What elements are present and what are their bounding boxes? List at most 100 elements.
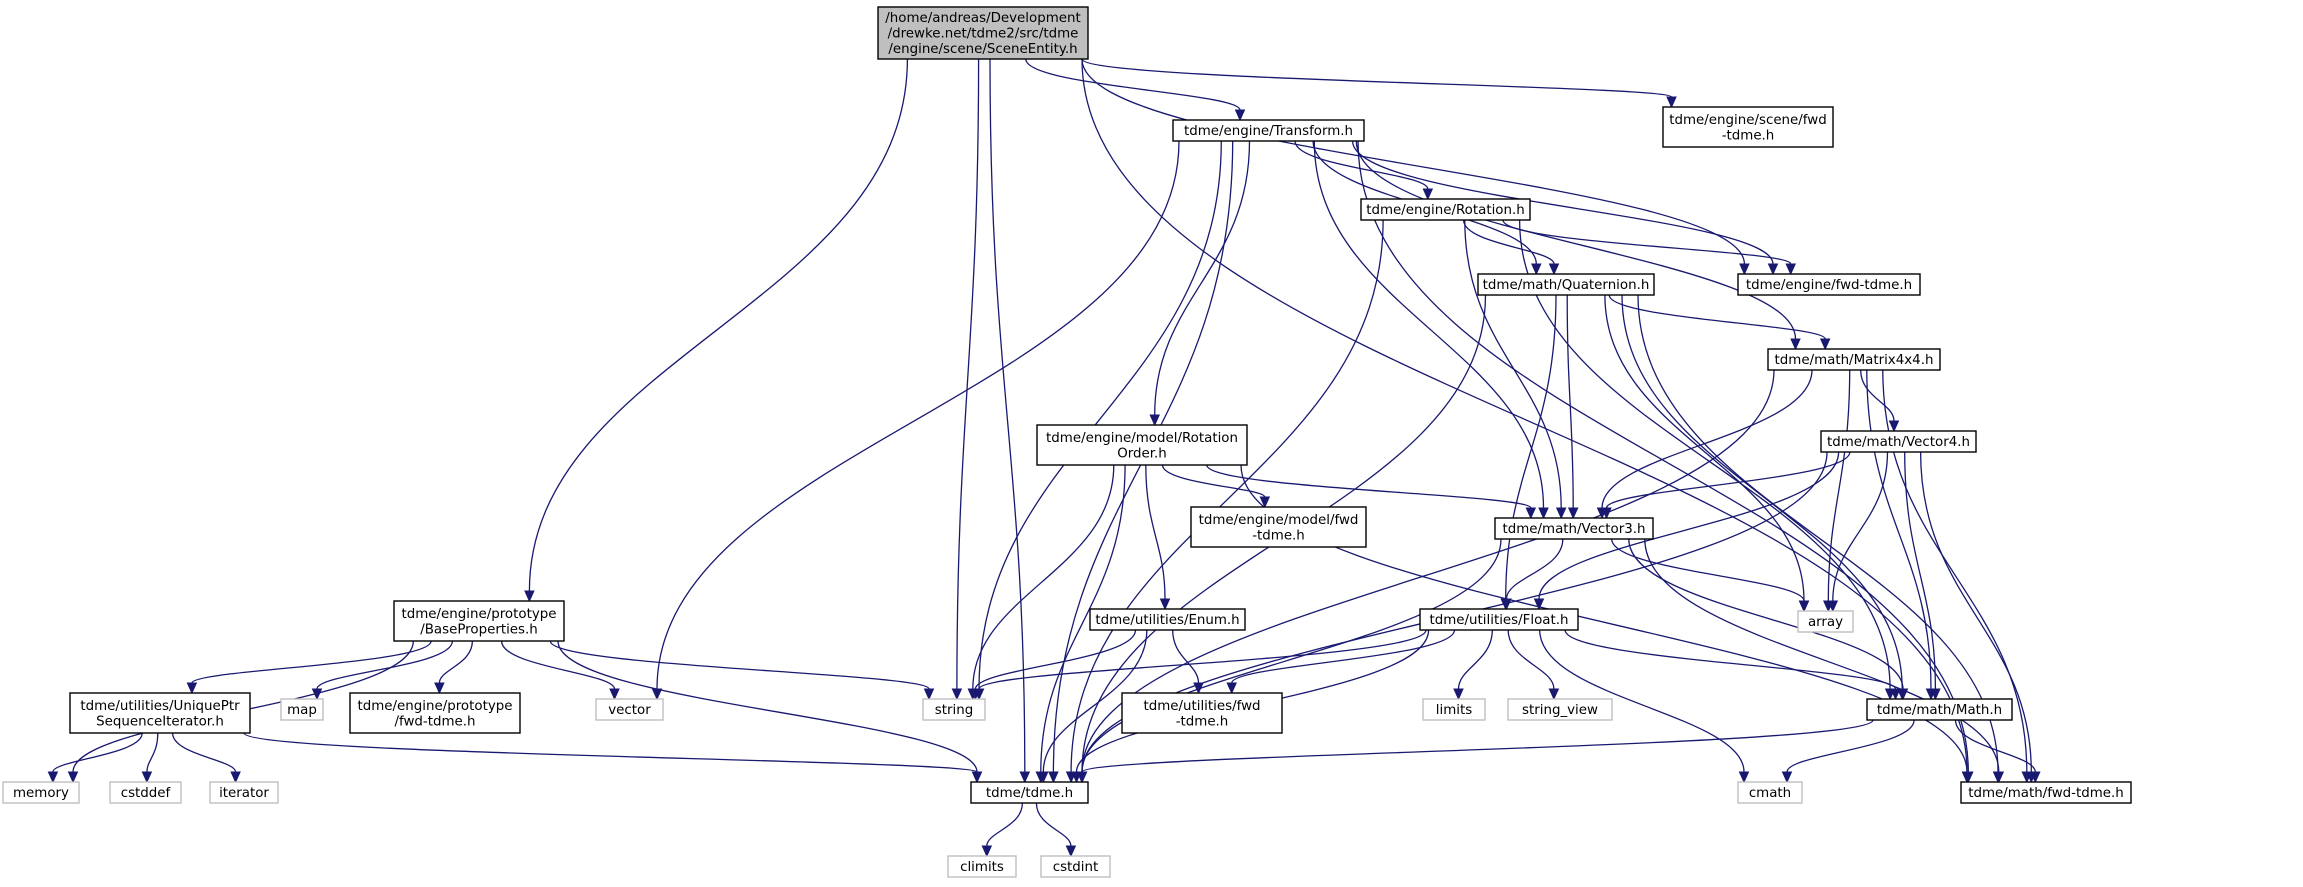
node-map: map: [280, 698, 324, 721]
node-tdme[interactable]: tdme/tdme.h: [970, 781, 1089, 804]
node-sceneentity[interactable]: /home/andreas/Development/drewke.net/tdm…: [877, 6, 1089, 60]
node-label-cmath-0: cmath: [1749, 786, 1791, 801]
node-label-uptr-0: tdme/utilities/UniquePtr: [80, 699, 240, 714]
arrowhead-sceneentity-to-baseprops: [524, 590, 535, 603]
node-box-util_fwd: [1121, 692, 1283, 734]
arrowhead-sceneentity-to-scene_fwd: [1666, 96, 1677, 109]
edge-uptr-to-tdme: [243, 732, 978, 773]
node-uptr[interactable]: tdme/utilities/UniquePtrSequenceIterator…: [69, 692, 251, 734]
node-box-limits: [1422, 698, 1486, 721]
include-nodes: /home/andreas/Development/drewke.net/tdm…: [2, 6, 2132, 878]
edge-rotorder-to-enum: [1145, 464, 1166, 600]
edge-rotorder-to-model_fwd: [1161, 464, 1266, 498]
node-box-sceneentity: [877, 6, 1089, 60]
edge-quaternion-to-mathh: [1621, 294, 1903, 690]
edge-rotation-to-engine_fwd: [1502, 219, 1792, 265]
edge-transform-to-vector: [656, 140, 1180, 690]
arrowhead-float-to-limits: [1453, 688, 1464, 701]
node-box-math_fwd: [1960, 781, 2132, 804]
node-box-enum: [1089, 608, 1246, 631]
node-label-rotation-0: tdme/engine/Rotation.h: [1366, 203, 1524, 218]
node-limits: limits: [1422, 698, 1486, 721]
node-proto_fwd[interactable]: tdme/engine/prototype/fwd-tdme.h: [349, 692, 521, 734]
node-box-uptr: [69, 692, 251, 734]
node-label-cstdint-0: cstdint: [1053, 860, 1099, 875]
node-transform[interactable]: tdme/engine/Transform.h: [1172, 119, 1365, 142]
edge-baseprops-to-vector: [500, 640, 616, 690]
node-box-baseprops: [393, 600, 565, 642]
arrowhead-tdme-to-climits: [981, 845, 993, 858]
node-label-climits-0: climits: [960, 860, 1004, 875]
node-label-scene_fwd-1: -tdme.h: [1722, 128, 1775, 143]
node-label-sceneentity-0: /home/andreas/Development: [885, 11, 1080, 26]
edge-enum-to-util_fwd: [1172, 629, 1200, 684]
arrowhead-vector4-to-vector3: [1601, 507, 1612, 520]
node-box-scene_fwd: [1662, 106, 1834, 148]
edge-vector4-to-mathh: [1904, 451, 1937, 690]
node-label-tdme-0: tdme/tdme.h: [986, 786, 1073, 801]
node-util_fwd[interactable]: tdme/utilities/fwd-tdme.h: [1121, 692, 1283, 734]
node-matrix[interactable]: tdme/math/Matrix4x4.h: [1767, 348, 1941, 371]
arrowhead-mathh-to-math_fwd: [2030, 771, 2041, 784]
node-engine_fwd[interactable]: tdme/engine/fwd-tdme.h: [1737, 273, 1921, 296]
edge-quaternion-to-math_fwd: [1637, 294, 1999, 773]
edge-rotorder-to-vector3: [1206, 464, 1532, 509]
node-label-string_view-0: string_view: [1522, 703, 1598, 718]
arrowhead-sceneentity-to-transform: [1234, 109, 1246, 122]
node-memory: memory: [2, 781, 80, 804]
node-vector4[interactable]: tdme/math/Vector4.h: [1820, 430, 1977, 453]
node-rotation[interactable]: tdme/engine/Rotation.h: [1360, 198, 1531, 221]
arrowhead-rotation-to-engine_fwd: [1785, 263, 1796, 276]
arrowhead-mathh-to-cmath: [1781, 771, 1793, 784]
edge-rotation-to-quaternion: [1462, 219, 1555, 265]
arrowhead-transform-to-quaternion: [1531, 263, 1542, 276]
arrowhead-transform-to-matrix: [1790, 338, 1801, 351]
node-vector3[interactable]: tdme/math/Vector3.h: [1494, 517, 1654, 540]
edge-transform-to-matrix: [1355, 140, 1797, 340]
node-cstdint: cstdint: [1040, 855, 1111, 878]
node-math_fwd[interactable]: tdme/math/fwd-tdme.h: [1960, 781, 2132, 804]
edge-vector3-to-array: [1611, 538, 1805, 602]
node-scene_fwd[interactable]: tdme/engine/scene/fwd-tdme.h: [1662, 106, 1834, 148]
arrowhead-vector4-to-mathh: [1930, 688, 1941, 701]
node-quaternion[interactable]: tdme/math/Quaternion.h: [1477, 273, 1655, 296]
node-label-rotorder-1: Order.h: [1117, 446, 1167, 461]
node-float[interactable]: tdme/utilities/Float.h: [1419, 608, 1579, 631]
node-label-rotorder-0: tdme/engine/model/Rotation: [1046, 431, 1238, 446]
node-label-engine_fwd-0: tdme/engine/fwd-tdme.h: [1746, 278, 1912, 293]
node-box-rotorder: [1036, 424, 1248, 466]
node-label-iterator-0: iterator: [219, 786, 269, 801]
node-baseprops[interactable]: tdme/engine/prototype/BaseProperties.h: [393, 600, 565, 642]
arrowhead-transform-to-engine_fwd: [1767, 263, 1779, 276]
node-label-baseprops-1: /BaseProperties.h: [420, 622, 538, 637]
node-box-mathh: [1866, 698, 2013, 721]
edge-float-to-cmath: [1539, 629, 1745, 773]
edge-rotation-to-mathh: [1518, 219, 1891, 690]
arrowhead-transform-to-tdme: [1048, 771, 1059, 784]
node-box-tdme: [970, 781, 1089, 804]
arrowhead-float-to-util_fwd: [1226, 682, 1237, 695]
node-label-proto_fwd-1: /fwd-tdme.h: [394, 714, 475, 729]
node-box-float: [1419, 608, 1579, 631]
node-box-engine_fwd: [1737, 273, 1921, 296]
node-box-matrix: [1767, 348, 1941, 371]
node-box-quaternion: [1477, 273, 1655, 296]
edge-uptr-to-memory: [52, 732, 143, 773]
node-model_fwd[interactable]: tdme/engine/model/fwd-tdme.h: [1190, 506, 1367, 548]
node-box-vector4: [1820, 430, 1977, 453]
edge-baseprops-to-string: [549, 640, 930, 690]
edge-matrix-to-array: [1827, 369, 1851, 602]
node-label-matrix-0: tdme/math/Matrix4x4.h: [1775, 353, 1934, 368]
arrowhead-uptr-to-iterator: [230, 771, 241, 784]
node-mathh[interactable]: tdme/math/Math.h: [1866, 698, 2013, 721]
arrowhead-rotation-to-vector3: [1555, 507, 1567, 520]
edge-rotorder-to-tdme: [1040, 464, 1126, 773]
arrowhead-baseprops-to-string: [923, 688, 935, 701]
node-array: array: [1797, 610, 1854, 633]
node-box-cmath: [1737, 781, 1803, 804]
arrowhead-float-to-cmath: [1738, 771, 1750, 784]
node-label-map-0: map: [287, 703, 317, 718]
node-box-string_view: [1507, 698, 1613, 721]
node-enum[interactable]: tdme/utilities/Enum.h: [1089, 608, 1246, 631]
